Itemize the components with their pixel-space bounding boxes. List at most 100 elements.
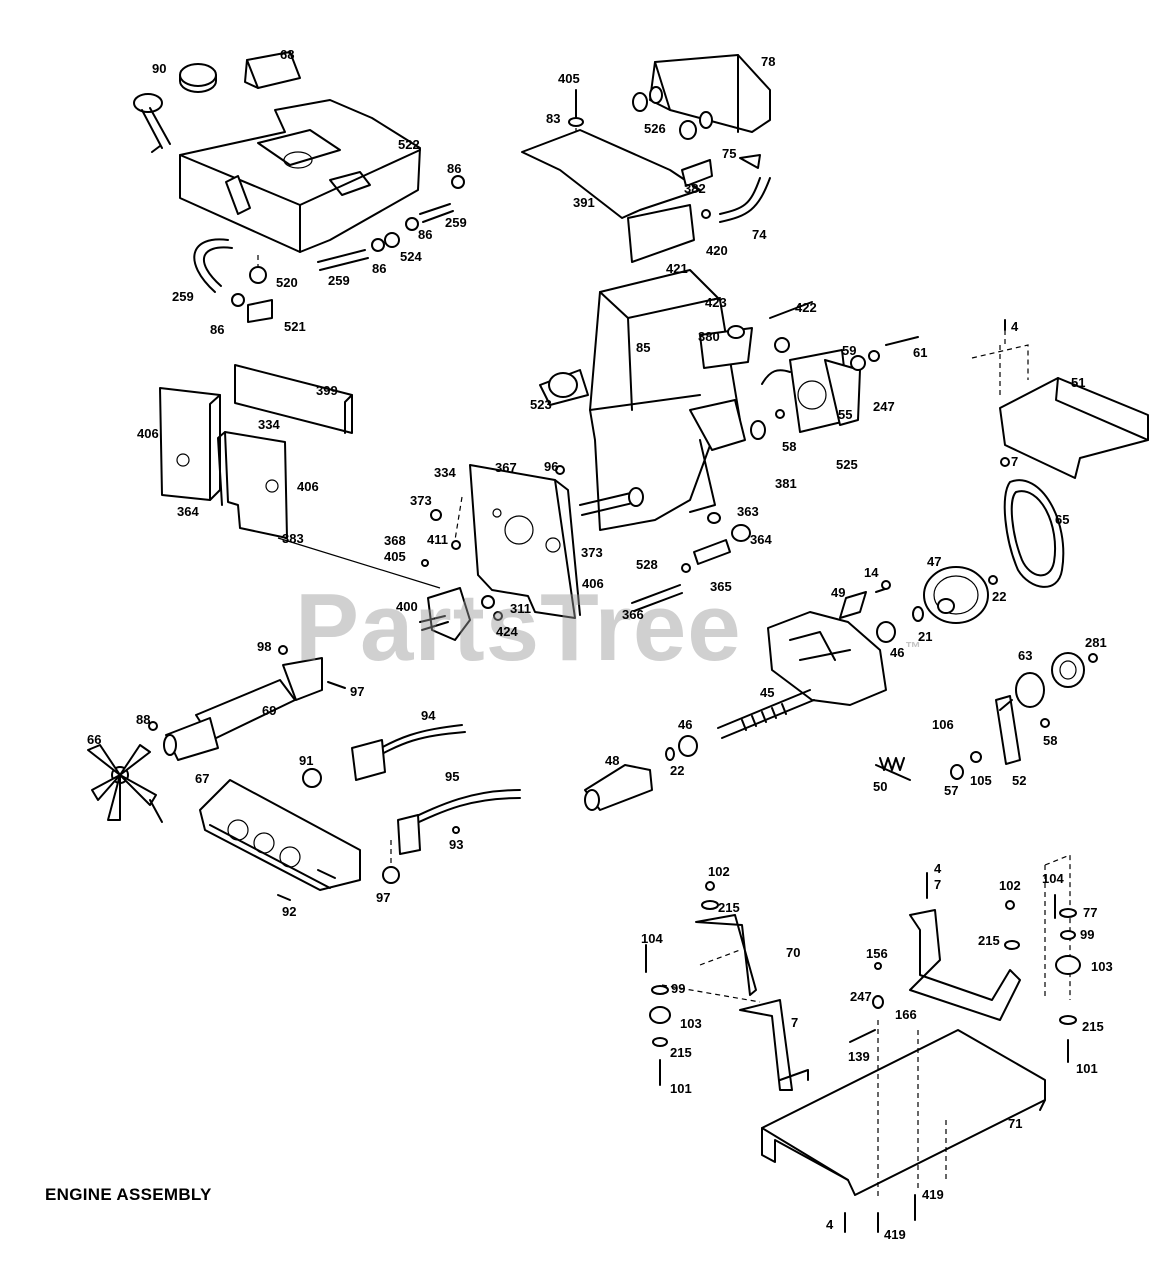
part-label: 139	[848, 1049, 870, 1064]
part-label: 51	[1071, 375, 1086, 390]
part-label: 91	[299, 753, 314, 768]
part-label: 57	[944, 783, 959, 798]
part-label: 367	[495, 460, 517, 475]
part-label: 421	[666, 261, 688, 276]
part-label: 99	[671, 981, 686, 996]
part-label: 383	[282, 531, 304, 546]
part-label: 311	[510, 601, 531, 616]
part-label: 86	[210, 322, 225, 337]
part-label: 405	[384, 549, 406, 564]
part-label: 7	[934, 877, 942, 892]
part-label: 334	[258, 417, 280, 432]
part-label: 423	[705, 295, 727, 310]
part-label: 78	[761, 54, 776, 69]
part-label: 95	[445, 769, 460, 784]
part-label: 7	[1011, 454, 1019, 469]
part-label: 105	[970, 773, 992, 788]
part-label: 364	[177, 504, 199, 519]
part-label: 364	[750, 532, 772, 547]
diagram-title: ENGINE ASSEMBLY	[45, 1185, 212, 1204]
part-label: 420	[706, 243, 728, 258]
part-label: 69	[262, 703, 277, 718]
part-label: 366	[622, 607, 644, 622]
part-label: 215	[978, 933, 1000, 948]
drive-shaft-group	[584, 689, 815, 811]
part-label: 58	[782, 439, 797, 454]
engine-block-group	[539, 269, 919, 531]
part-label: 22	[992, 589, 1007, 604]
part-label: 526	[644, 121, 666, 136]
part-label: 67	[195, 771, 210, 786]
part-label: 98	[257, 639, 272, 654]
part-label: 68	[280, 47, 295, 62]
part-label: 7	[791, 1015, 799, 1030]
left-shields-group	[159, 364, 441, 589]
part-label: 247	[850, 989, 872, 1004]
part-label: 104	[641, 931, 663, 946]
part-label: 75	[722, 146, 737, 161]
part-label: 106	[932, 717, 954, 732]
part-label: 215	[1082, 1019, 1104, 1034]
part-label: 61	[913, 345, 928, 360]
part-label: 83	[546, 111, 561, 126]
part-label: 522	[398, 137, 420, 152]
part-label: 71	[1008, 1116, 1023, 1131]
part-label: 380	[698, 329, 720, 344]
part-label: 405	[558, 71, 580, 86]
part-label: 391	[573, 195, 595, 210]
part-label: 373	[410, 493, 432, 508]
part-label: 66	[87, 732, 102, 747]
part-label: 77	[1083, 905, 1098, 920]
part-label: 215	[718, 900, 740, 915]
part-label: 399	[316, 383, 338, 398]
part-label: 63	[1018, 648, 1033, 663]
part-label: 104	[1042, 871, 1064, 886]
part-label: 524	[400, 249, 422, 264]
part-label: 166	[895, 1007, 917, 1022]
part-label: 406	[137, 426, 159, 441]
part-label: 4	[1011, 319, 1019, 334]
fan-shaft-group	[87, 645, 346, 823]
muffler-shield-group	[521, 54, 771, 263]
part-label: 4	[934, 861, 942, 876]
part-label: 101	[670, 1081, 692, 1096]
part-label: 525	[836, 457, 858, 472]
part-label: 259	[172, 289, 194, 304]
part-label: 373	[581, 545, 603, 560]
part-label: 156	[866, 946, 888, 961]
part-label: 50	[873, 779, 888, 794]
part-label: 103	[680, 1016, 702, 1031]
part-label: 382	[684, 181, 706, 196]
part-label: 528	[636, 557, 658, 572]
part-label: 94	[421, 708, 436, 723]
part-label: 99	[1080, 927, 1095, 942]
part-label: 259	[445, 215, 467, 230]
part-label: 281	[1085, 635, 1107, 650]
parts-tree-watermark: PartsTree	[295, 574, 742, 681]
part-label: 21	[918, 629, 933, 644]
part-label: 424	[496, 624, 518, 639]
part-label: 419	[884, 1227, 906, 1242]
part-label: 58	[1043, 733, 1058, 748]
part-label: 520	[276, 275, 298, 290]
trademark-symbol: ™	[905, 640, 921, 657]
part-label: 363	[737, 504, 759, 519]
part-label: 90	[152, 61, 167, 76]
part-label: 103	[1091, 959, 1113, 974]
part-label: 247	[873, 399, 895, 414]
gearbox-group	[767, 566, 1098, 781]
part-label: 102	[999, 878, 1021, 893]
belt-guard-group	[971, 319, 1149, 588]
part-label: 97	[376, 890, 391, 905]
part-label: 381	[775, 476, 797, 491]
part-label: 419	[922, 1187, 944, 1202]
part-label: 59	[842, 343, 857, 358]
engine-mounts-group	[645, 854, 1081, 1233]
part-label: 365	[710, 579, 732, 594]
fuel-tank-group	[133, 51, 465, 323]
part-label: 46	[678, 717, 693, 732]
part-label: 22	[670, 763, 685, 778]
part-label: 47	[927, 554, 942, 569]
part-label: 86	[418, 227, 433, 242]
part-label: 49	[831, 585, 846, 600]
